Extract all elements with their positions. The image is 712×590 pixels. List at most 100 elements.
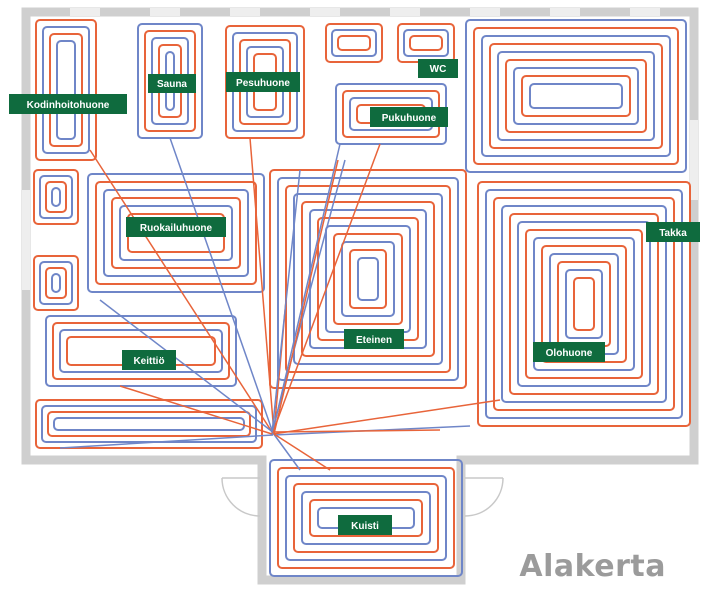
heating-loops [33,19,691,577]
pipe-loop [56,40,76,140]
feed-line [271,169,301,434]
feed-line [59,434,274,449]
pipe-loop [269,169,467,389]
window-mark [230,8,260,16]
svg-text:Eteinen: Eteinen [356,335,392,346]
pipe-loop [285,185,451,373]
pipe-loop [573,277,595,331]
svg-text:Kodinhoitohuone: Kodinhoitohuone [27,100,110,111]
feed-line [271,429,441,433]
svg-text:WC: WC [430,64,447,75]
pipe-loop [53,417,245,431]
pipe-loop [521,75,631,117]
pipe-loop [42,26,90,154]
pipe-loop [301,201,435,357]
svg-text:Sauna: Sauna [157,79,187,90]
feed-line [273,159,339,435]
window-mark [70,8,100,16]
room-label-keittio: Keittiö [122,350,176,370]
pipe-loop [565,269,603,339]
feed-line [169,137,274,434]
loops-keittio [45,315,237,387]
room-label-kodinhoitohuone: Kodinhoitohuone [9,94,127,114]
svg-text:Ruokailuhuone: Ruokailuhuone [140,223,213,234]
pipe-loop [309,499,423,537]
pipe-loop [517,221,651,387]
pipe-loop [51,273,61,293]
pipe-loop [33,169,79,225]
pipe-loop [45,181,67,213]
svg-text:Pesuhuone: Pesuhuone [236,78,290,89]
pipe-loop [277,177,459,381]
room-label-kuisti: Kuisti [338,515,392,535]
walls [21,7,699,585]
pipe-loop [301,491,431,545]
window-mark [690,120,698,200]
window-mark [22,190,30,290]
room-labels: Kodinhoitohuone Sauna Pesuhuone WC Pukuh… [9,59,700,535]
pipe-loop [331,29,377,57]
svg-text:Kuisti: Kuisti [351,521,379,532]
pipe-loop [403,29,449,57]
feed-line [272,432,301,471]
loops-small-b [33,255,79,311]
room-label-pesuhuone: Pesuhuone [226,72,300,92]
pipe-loop [409,35,443,51]
pipe-loop [39,261,73,305]
pipe-loop [33,255,79,311]
pipe-loop [509,213,659,395]
pipe-loop [465,19,687,173]
pipe-loop [485,189,683,419]
loops-eteinen [269,169,467,389]
feed-line [271,143,341,436]
room-label-takka: Takka [646,222,700,242]
feed-line [89,149,273,433]
pipe-loop [473,27,679,165]
pipe-loop [481,35,671,157]
pipe-loop [497,51,655,141]
loops-kodinhoitohuone [35,19,97,161]
room-label-ruokailuhuone: Ruokailuhuone [126,217,226,237]
room-label-eteinen: Eteinen [344,329,404,349]
pipe-loop [333,233,403,325]
loops-kuisti [269,459,463,577]
feed-line [272,143,381,433]
feed-line [119,385,273,435]
pipe-loop [111,197,241,269]
pipe-loop [103,189,249,277]
pipe-loop [293,193,443,365]
feed-line [272,399,501,435]
window-mark [470,8,500,16]
pipe-loop [45,315,237,387]
pipe-loop [513,67,639,125]
manifold-feed-lines [59,137,501,471]
pipe-loop [525,229,643,379]
door-swings [221,477,504,517]
pipe-loop [35,19,97,161]
window-mark [630,8,660,16]
pipe-loop [119,205,233,261]
pipe-loop [505,59,647,133]
pipe-loop [285,475,447,561]
pipe-loop [49,33,83,147]
pipe-loop [493,197,675,411]
pipe-loop [477,181,691,427]
pipe-loop [277,467,455,569]
feed-line [271,159,346,433]
door-swing-left [221,477,261,517]
pipe-loop [341,241,395,317]
pipe-loop [349,249,387,309]
pipe-loop [35,399,263,449]
pipe-loop [293,483,439,553]
pipe-loop [357,257,379,301]
svg-text:Olohuone: Olohuone [546,348,593,359]
pipe-loop [337,35,371,51]
window-mark [150,8,180,16]
loops-takka-upper [465,19,687,173]
loops-wc-right [397,23,455,63]
pipe-loop [533,237,635,371]
room-label-sauna: Sauna [148,74,196,93]
feed-line [273,433,331,471]
room-label-pukuhuone: Pukuhuone [370,107,448,127]
